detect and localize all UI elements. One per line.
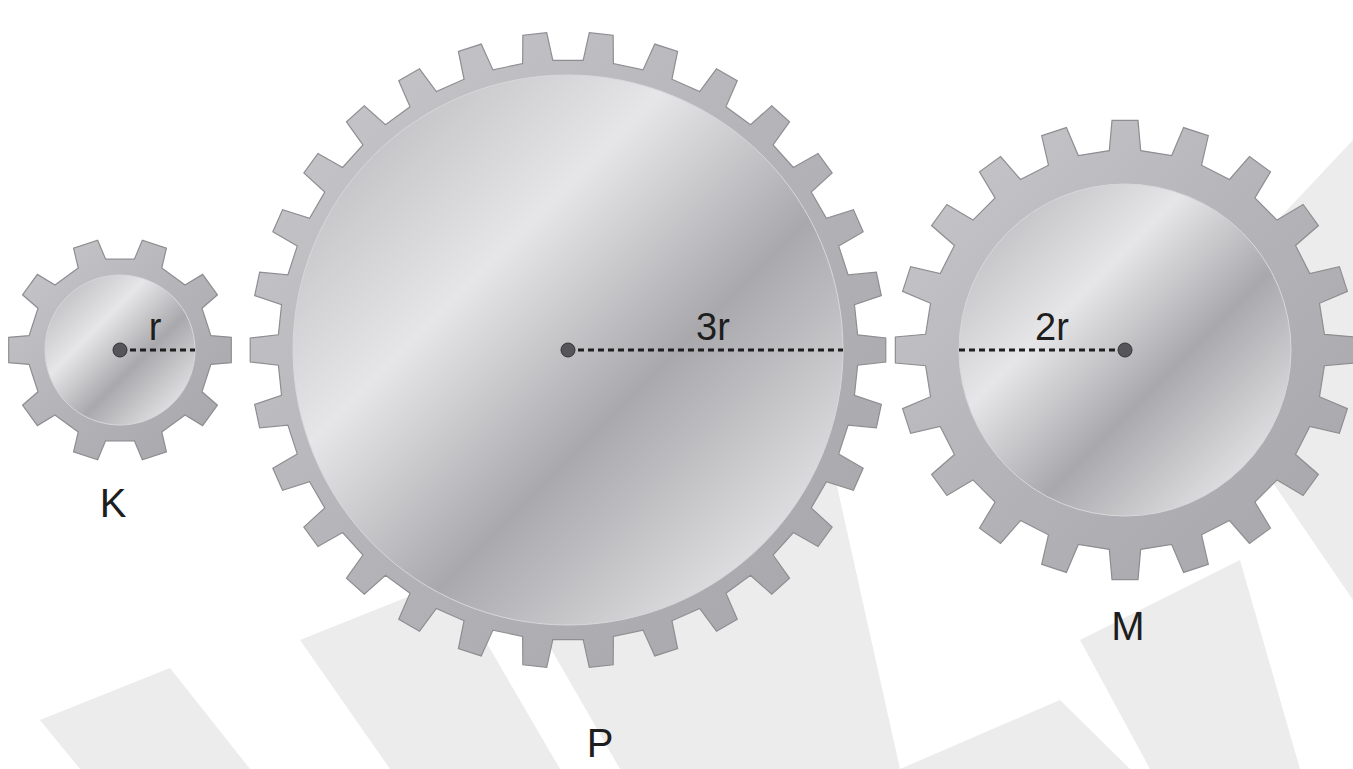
- gear-face: [959, 184, 1291, 516]
- axle: [1118, 343, 1132, 357]
- radius-line: [568, 349, 843, 352]
- radius-line: [120, 349, 195, 352]
- gear-name: M: [1111, 606, 1144, 646]
- gear-name: K: [100, 483, 127, 523]
- gear-face: [293, 75, 843, 625]
- radius-line: [959, 349, 1125, 352]
- gear-drawing: [8, 238, 232, 462]
- gear: rK: [8, 238, 232, 462]
- gear-drawing: [250, 32, 886, 668]
- radius-label: r: [149, 308, 162, 346]
- radius-label: 2r: [1035, 308, 1069, 346]
- axle: [113, 343, 127, 357]
- gear: 3rP: [250, 32, 886, 668]
- gear-drawing: [895, 120, 1353, 580]
- axle: [561, 343, 575, 357]
- gear: 2rM: [895, 120, 1353, 580]
- gear-face: [45, 275, 195, 425]
- radius-label: 3r: [696, 308, 730, 346]
- gear-teeth: [9, 240, 232, 459]
- gear-name: P: [587, 723, 614, 763]
- gear-teeth: [250, 33, 886, 668]
- gear-teeth: [895, 120, 1353, 579]
